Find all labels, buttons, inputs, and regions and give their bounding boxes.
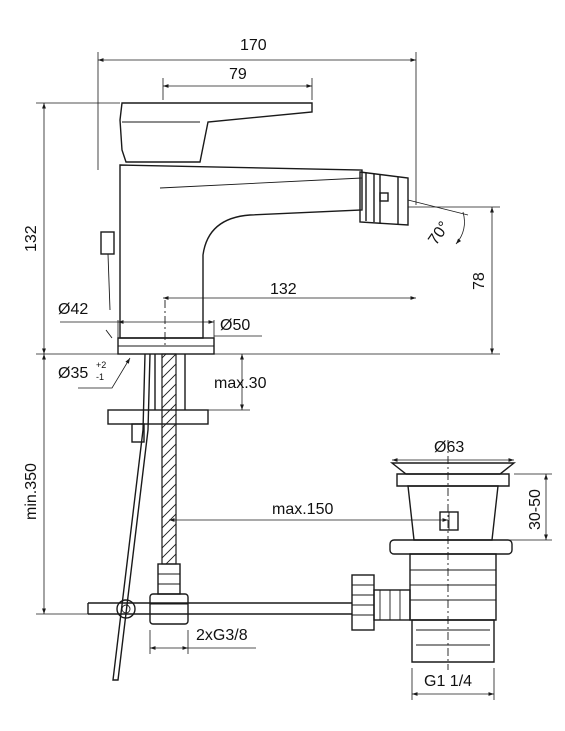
- label-spout-height: 78: [471, 272, 488, 290]
- label-base-diameter-small: Ø42: [58, 301, 88, 318]
- label-waste-thread: G1 1/4: [424, 673, 472, 690]
- label-overall-width: 170: [240, 37, 267, 54]
- label-lever-width: 79: [229, 66, 247, 83]
- label-overall-height: 132: [23, 225, 40, 252]
- label-spout-reach: 132: [270, 281, 297, 298]
- label-popup-diameter: Ø63: [434, 439, 464, 456]
- label-max-thickness: max.30: [214, 375, 267, 392]
- label-base-diameter: Ø50: [220, 317, 250, 334]
- dimension-labels: 170 79 132 132 78 70° Ø42 Ø50 Ø35 +2 -1 …: [23, 37, 544, 690]
- waste-rod: [87, 599, 352, 619]
- label-hole-tol-minus: -1: [96, 372, 104, 382]
- flex-hose: [149, 353, 189, 625]
- mounting-hardware: [107, 353, 209, 681]
- label-nozzle-angle: 70°: [425, 219, 453, 249]
- label-max-offset: max.150: [272, 501, 333, 518]
- popup-waste: [351, 440, 517, 670]
- aerator-nozzle: [359, 171, 409, 226]
- label-min-hose-length: min.350: [23, 463, 40, 520]
- label-hole-diameter: Ø35: [58, 365, 88, 382]
- label-connection-thread: 2xG3/8: [196, 627, 248, 644]
- label-hole-tol-plus: +2: [96, 360, 106, 370]
- dimension-lines: [36, 52, 552, 700]
- label-popup-stroke: 30-50: [527, 489, 544, 530]
